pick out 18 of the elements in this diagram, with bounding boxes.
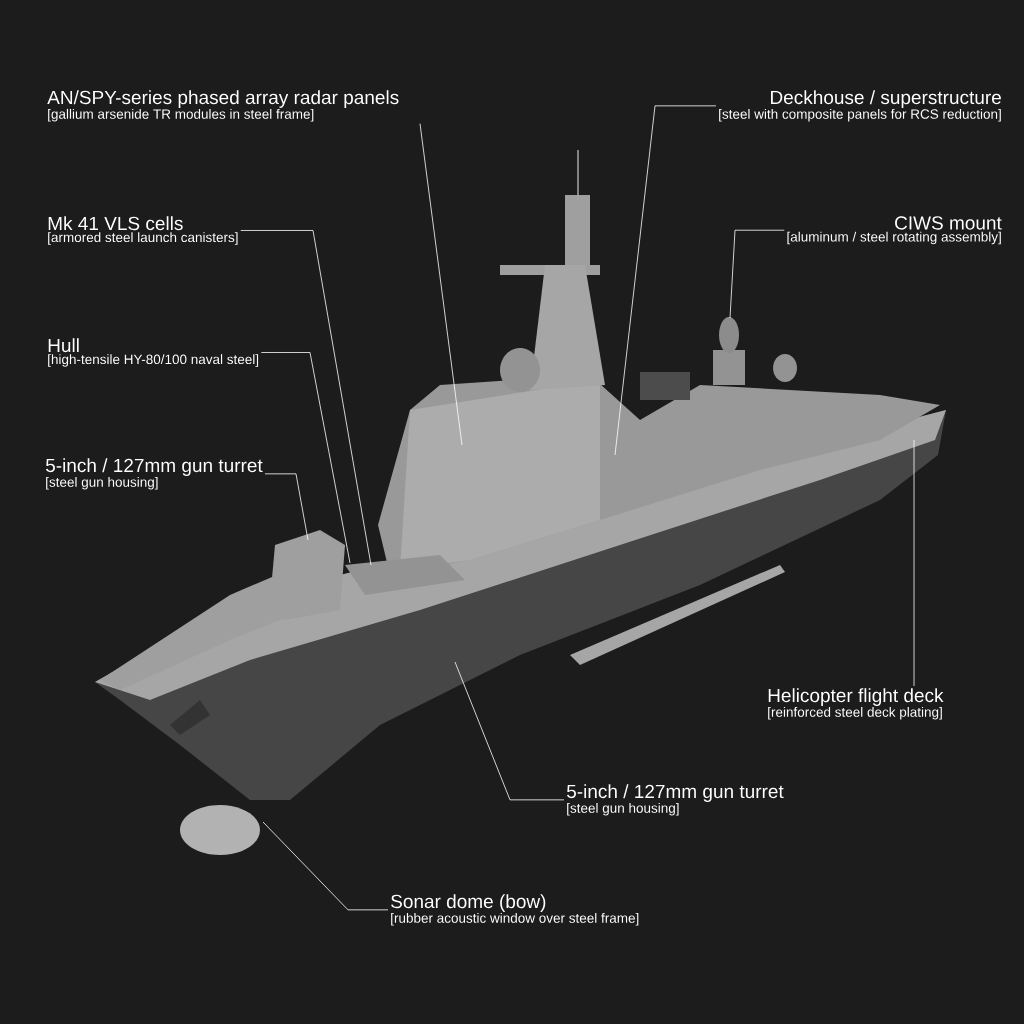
callout-label: Helicopter flight deck [reinforced steel deck plating] xyxy=(768,688,944,720)
leader-line xyxy=(262,821,389,911)
callout-label: Hull [high-tensile HY-80/100 naval steel] xyxy=(48,338,259,367)
leader-line xyxy=(264,473,309,541)
leader-line xyxy=(913,439,915,687)
leader-line xyxy=(240,230,372,566)
callout-label: Sonar dome (bow) [rubber acoustic window over steel frame] xyxy=(391,894,639,926)
leader-line xyxy=(454,661,565,801)
leader-line xyxy=(729,229,785,319)
callout-label: 5-inch / 127mm gun turret [steel gun housing] xyxy=(45,458,263,490)
callout-label: 5-inch / 127mm gun turret [steel gun housing] xyxy=(566,784,784,816)
callout-label: Deckhouse / superstructure [steel with composite panels for RCS reduction] xyxy=(719,90,1001,122)
callout-label: AN/SPY-series phased array radar panels [gallium arsenide TR modules in steel frame] xyxy=(47,90,399,122)
leader-line xyxy=(419,123,463,446)
leader-line xyxy=(614,105,717,456)
leader-line xyxy=(260,352,351,564)
callout-label: CIWS mount [aluminum / steel rotating assembly] xyxy=(787,216,1002,245)
callout-label: Mk 41 VLS cells [armored steel launch canisters] xyxy=(48,216,238,245)
